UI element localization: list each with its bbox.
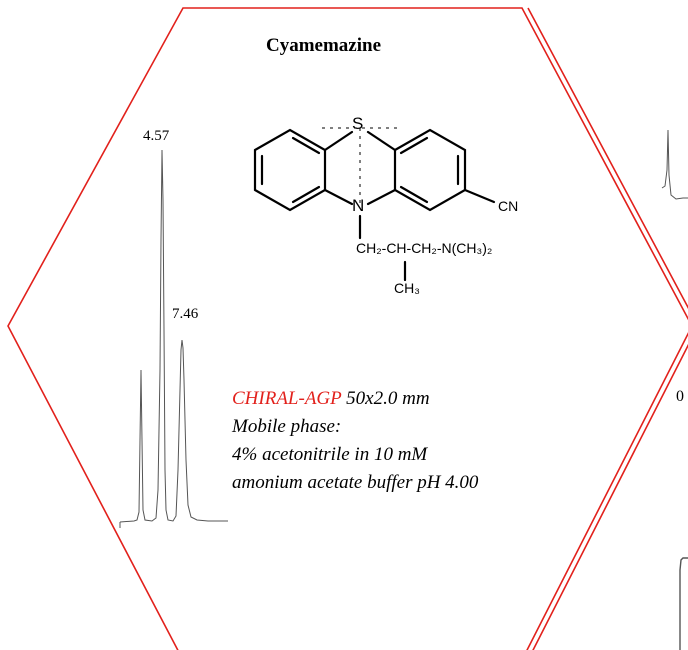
peak-label-1: 4.57 bbox=[143, 128, 170, 144]
methyl-group: CH₃ bbox=[394, 280, 420, 296]
right-benzene-ring bbox=[393, 128, 467, 212]
neighbor-trace-bottom bbox=[679, 557, 688, 650]
column-size: 50x2.0 mm bbox=[346, 388, 430, 409]
neighbor-hexagon-outline bbox=[527, 7, 688, 650]
peak-label-2: 7.46 bbox=[172, 306, 199, 322]
atom-nitrogen: N bbox=[352, 196, 365, 215]
mobile-phase-label: Mobile phase: bbox=[232, 416, 342, 437]
neighbor-trace-top bbox=[661, 129, 688, 200]
left-benzene-ring bbox=[253, 128, 327, 212]
main-hexagon-outline bbox=[7, 7, 688, 650]
cyano-group: CN bbox=[498, 198, 519, 214]
mobile-phase-line-1: 4% acetonitrile in 10 mM bbox=[232, 444, 428, 465]
side-chain: CH₂-CH-CH₂-N(CH₃)₂ bbox=[356, 240, 493, 256]
column-brand: CHIRAL-AGP bbox=[232, 388, 342, 409]
mobile-phase-line-2: amonium acetate buffer pH 4.00 bbox=[232, 472, 479, 493]
atom-sulfur: S bbox=[352, 114, 364, 133]
neighbor-partial-label: 0 bbox=[676, 388, 684, 405]
column-info: CHIRAL-AGP 50x2.0 mm bbox=[232, 388, 430, 410]
chromatogram-trace bbox=[119, 149, 228, 523]
compound-title: Cyamemazine bbox=[266, 35, 382, 56]
